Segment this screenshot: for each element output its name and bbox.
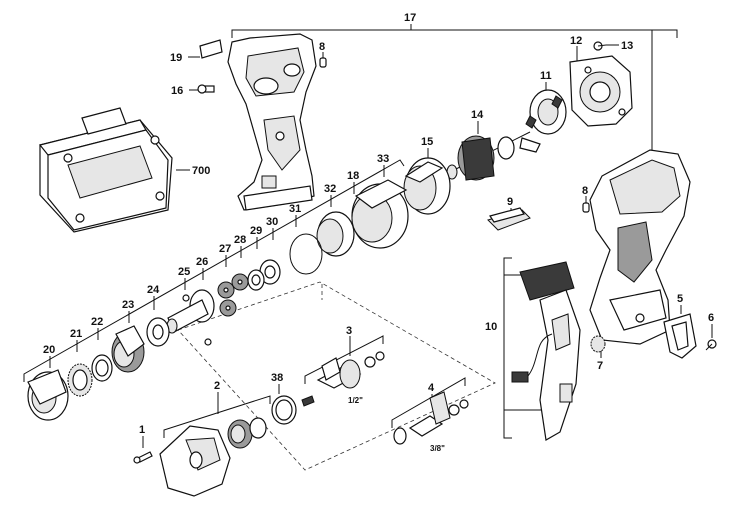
callout-27: 27: [219, 243, 231, 255]
callout-6: 6: [708, 312, 714, 324]
callout-12: 12: [570, 35, 582, 47]
screw-16: [197, 84, 215, 94]
retaining-ring-31: [289, 233, 323, 275]
callout-25: 25: [178, 266, 190, 278]
screw-6: [705, 339, 717, 351]
callout-7: 7: [597, 360, 603, 372]
ring-gear-32: [316, 211, 355, 257]
callout-23: 23: [122, 299, 134, 311]
callout-8-top: 8: [319, 41, 325, 53]
anvil-size-half-inch: 1/2": [348, 396, 363, 405]
washer-29: [247, 269, 265, 291]
nameplate-19: [199, 39, 223, 59]
callout-9: 9: [507, 196, 513, 208]
callout-11: 11: [540, 70, 552, 82]
callout-17: 17: [404, 12, 416, 24]
callout-30: 30: [266, 216, 278, 228]
armature-14: [445, 131, 531, 181]
callout-labels: 17 19 8 16 12 13 11 14 15 700 33 18 32 3…: [43, 12, 714, 453]
pin-8-right: [582, 202, 590, 213]
screw-13: [593, 41, 607, 51]
callout-20: 20: [43, 344, 55, 356]
callout-18: 18: [347, 170, 359, 182]
callout-32: 32: [324, 183, 336, 195]
callout-8-right: 8: [582, 185, 588, 197]
spring-21: [67, 363, 93, 397]
anvil-three-eighths-4: [393, 391, 469, 445]
callout-700: 700: [192, 165, 210, 177]
forward-reverse-shuttle-9: [487, 207, 531, 231]
callout-13: 13: [621, 40, 633, 52]
callout-22: 22: [91, 316, 103, 328]
spring-7: [590, 335, 606, 353]
anvil-housing-20: [27, 369, 69, 421]
callout-5: 5: [677, 293, 683, 305]
ball-25: [182, 294, 212, 346]
washer-38: [271, 395, 315, 425]
callout-3: 3: [346, 325, 352, 337]
callout-33: 33: [377, 153, 389, 165]
callout-38: 38: [271, 372, 283, 384]
housing-right-17: [589, 149, 691, 345]
switch-assembly-10: [511, 261, 581, 441]
gear-housing-33: [351, 179, 409, 249]
anvil-size-three-eighths: 3/8": [430, 444, 445, 453]
callout-15: 15: [421, 136, 433, 148]
callout-19: 19: [170, 52, 182, 64]
housing-left-17: [227, 33, 317, 211]
planet-gears-27-28: [217, 273, 249, 317]
callout-10: 10: [485, 321, 497, 333]
spindle-26: [166, 289, 215, 334]
callout-24: 24: [147, 284, 160, 296]
nose-boot-2: [159, 425, 231, 497]
callout-28: 28: [234, 234, 246, 246]
callout-21: 21: [70, 328, 82, 340]
carrying-case-700: [38, 107, 173, 233]
end-cap-12: [569, 55, 633, 127]
washer-22: [91, 354, 113, 382]
magnet-ring-15: [403, 157, 451, 215]
brush-plate-11: [519, 89, 567, 153]
callout-2: 2: [214, 380, 220, 392]
pin-8-top: [319, 57, 327, 68]
callout-4: 4: [428, 382, 435, 394]
callout-26: 26: [196, 256, 208, 268]
collar-2: [227, 417, 267, 449]
callout-14: 14: [471, 109, 484, 121]
callout-31: 31: [289, 203, 301, 215]
callout-1: 1: [139, 424, 145, 436]
belt-clip-5: [663, 313, 697, 359]
hammer-23: [111, 325, 145, 373]
screw-1: [133, 451, 153, 464]
washer-30: [259, 259, 281, 285]
callout-16: 16: [171, 85, 183, 97]
anvil-half-inch-3: [316, 351, 385, 389]
callout-29: 29: [250, 225, 262, 237]
washer-24: [146, 317, 170, 347]
